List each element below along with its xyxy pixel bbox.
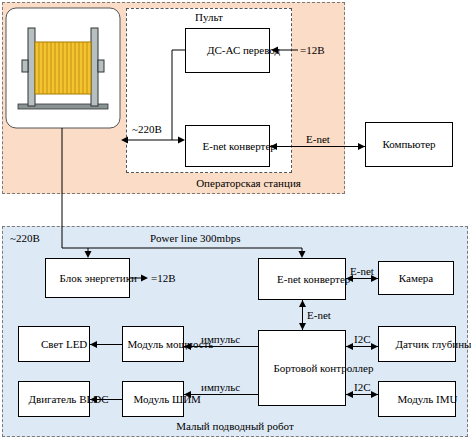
arrowhead: [271, 47, 278, 54]
arrowhead: [270, 143, 277, 150]
arrowhead: [184, 343, 191, 350]
annotation-label: ~220В: [10, 232, 40, 245]
connector: [90, 396, 122, 403]
reel-hub: [98, 60, 104, 72]
region-label: Операторская станция: [196, 177, 301, 190]
box-label: Блок энергетики: [60, 272, 116, 285]
process-box: Модуль мощность: [122, 326, 184, 362]
box-label: Свет LED: [41, 338, 67, 351]
box-label: Двигатель BLDC: [29, 393, 80, 406]
region-label: Малый подводный робот: [176, 420, 294, 433]
arrowhead: [299, 323, 306, 330]
arrowhead: [371, 343, 378, 350]
connector-line: [270, 146, 365, 147]
process-box: Компьютер: [365, 122, 453, 167]
process-box: Камера: [378, 261, 454, 295]
connector: [90, 341, 122, 348]
reel-hub: [22, 60, 28, 72]
reel-link-wire: [128, 140, 178, 141]
arrowhead: [85, 251, 92, 258]
arrowhead: [184, 391, 191, 398]
arrowhead: [90, 341, 97, 348]
wire-arrowheads: [85, 47, 306, 282]
arrowhead: [346, 391, 353, 398]
box-label: Модуль IMU: [398, 393, 437, 406]
cable-reel: [6, 8, 120, 128]
reel-coil: [35, 42, 91, 94]
process-box: Датчик глубины: [378, 326, 456, 362]
reel-stand: [91, 28, 98, 106]
process-box: E-net конвертер: [258, 258, 346, 300]
arrowhead: [90, 396, 97, 403]
process-box: Блок энергетики: [45, 258, 130, 298]
arrowhead: [178, 137, 185, 144]
annotation-label: =12В: [151, 272, 176, 285]
edge-label: I2C: [354, 333, 371, 346]
group-title: Пульт: [195, 11, 223, 24]
annotation-label: Power line 300mbps: [150, 232, 240, 245]
process-box: ДС-АС перевод: [185, 28, 270, 73]
process-box: Модуль ШИМ: [122, 381, 184, 417]
reel-frame: [6, 8, 120, 128]
annotation-label: ~220В: [132, 123, 162, 136]
connector: [299, 300, 306, 330]
box-label: Модуль мощность: [128, 338, 179, 351]
box-label: ДС-АС перевод: [207, 44, 248, 57]
box-label: E-net конвертер: [277, 273, 327, 286]
connector-line: [184, 346, 258, 347]
region-band: Малый подводный роботБлок энергетикиE-ne…: [2, 226, 468, 437]
box-label: Компьютер: [382, 138, 435, 151]
box-label: E-net конвертер: [203, 140, 253, 153]
edge-label: I2C: [354, 381, 371, 394]
process-box: Бортовой контроллер: [258, 330, 346, 406]
edge-label: E-net: [307, 309, 331, 322]
process-box: Двигатель BLDC: [18, 381, 90, 417]
dc-output-wire: [130, 278, 142, 279]
annotation-label: =12В: [300, 44, 325, 57]
box-label: Модуль ШИМ: [134, 393, 173, 406]
arrowhead: [121, 137, 128, 144]
edge-label: импульс: [201, 381, 240, 394]
power-wires: [62, 50, 302, 278]
reel-stand: [28, 28, 35, 106]
connector-line: [184, 394, 258, 395]
box-label: Бортовой контроллер: [274, 362, 331, 375]
box-label: Камера: [399, 272, 433, 285]
dc-input-wire: [277, 50, 298, 51]
arrowhead: [358, 143, 365, 150]
ac-wire: [172, 50, 185, 140]
edge-label: E-net: [350, 265, 374, 278]
tether-wire: [62, 128, 302, 248]
process-box: E-net конвертер: [185, 125, 270, 167]
arrowhead: [141, 275, 148, 282]
edge-label: E-net: [306, 133, 330, 146]
arrowhead: [346, 343, 353, 350]
process-box: Модуль IMU: [378, 381, 456, 417]
process-box: Свет LED: [18, 326, 90, 362]
edge-label: импульс: [201, 333, 240, 346]
coil-turns: [39, 42, 87, 94]
group-box: ПультДС-АС переводE-net конвертер: [126, 8, 292, 173]
arrowhead: [371, 391, 378, 398]
arrowhead: [299, 300, 306, 307]
arrowhead: [299, 251, 306, 258]
box-label: Датчик глубины: [396, 338, 439, 351]
